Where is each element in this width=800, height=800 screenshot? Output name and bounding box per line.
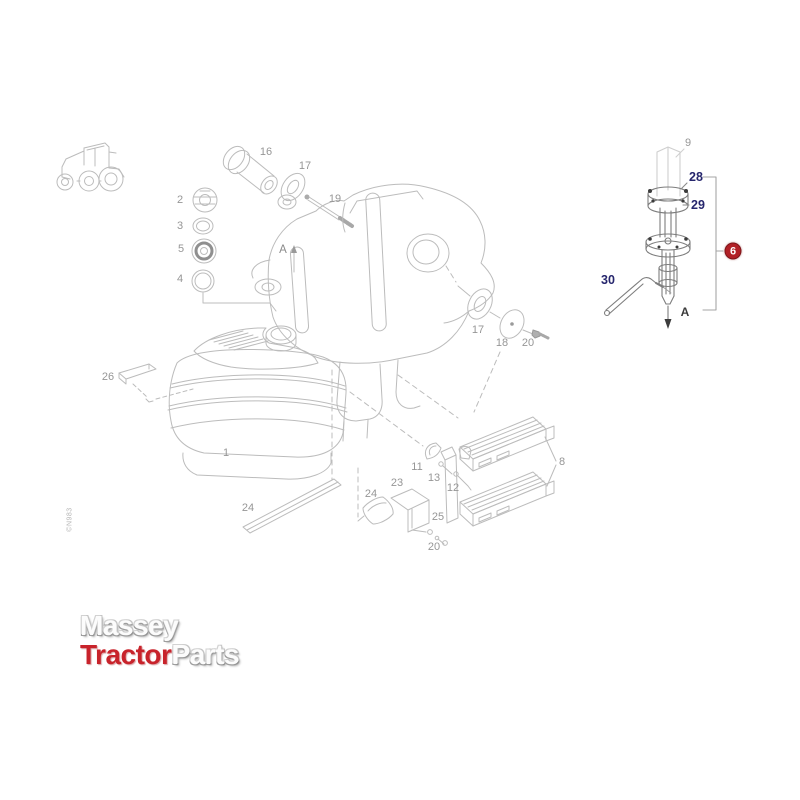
ghost-tube-9 [656, 146, 685, 197]
assembly-bracket-line [702, 176, 717, 311]
support-casting [251, 183, 495, 442]
tractor-icon [56, 142, 125, 192]
brand-tractor: Tractor [80, 639, 172, 670]
filler-cap-stack [191, 187, 277, 312]
pivot-washers-right [457, 285, 550, 340]
clamp-strip-26 [118, 363, 194, 403]
sender-detail [603, 146, 724, 329]
brand-watermark: Massey TractorParts [80, 612, 239, 669]
brand-line2: TractorParts [80, 641, 239, 669]
strap-24 [242, 478, 342, 534]
mount-bracket-cluster [357, 488, 448, 546]
brand-line1: Massey [80, 610, 179, 641]
brand-parts: Parts [171, 639, 239, 670]
pivot-pin-group [222, 145, 354, 228]
fuel-tank [167, 325, 348, 480]
item-6-badge-label: 6 [729, 245, 737, 257]
step-assembly [440, 416, 557, 527]
item-6-badge[interactable]: 6 [724, 242, 742, 260]
plate-code: ©N983 [66, 507, 74, 532]
alignment-dashes [331, 265, 501, 518]
dipstick-rod-30 [603, 277, 672, 317]
hardware-cluster [424, 442, 472, 491]
